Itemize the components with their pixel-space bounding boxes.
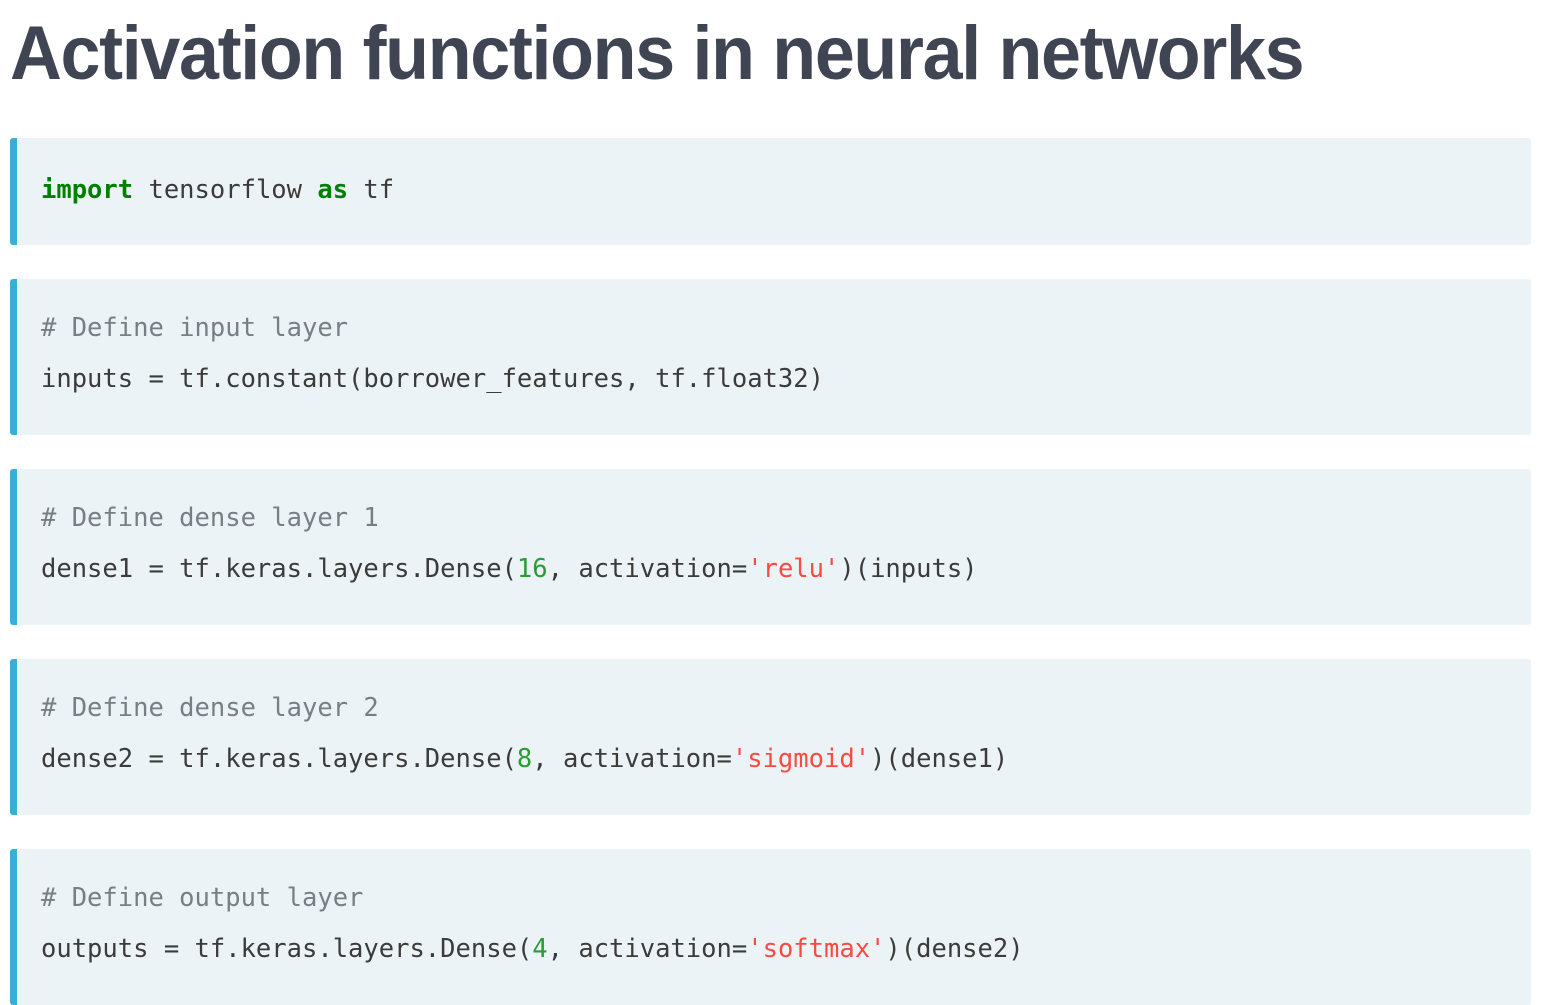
code-block-input-layer: # Define input layer inputs = tf.constant… — [10, 279, 1531, 435]
code-token-plain: , activation= — [532, 744, 732, 774]
code-token-str: 'sigmoid' — [731, 744, 871, 774]
code-token-comment: # Define output layer — [41, 883, 364, 913]
code-token-num: 16 — [516, 554, 548, 584]
code-token-plain: dense1 = tf.keras.layers.Dense( — [41, 554, 517, 584]
code-token-num: 4 — [532, 934, 548, 964]
code-token-plain: , activation= — [547, 934, 748, 964]
code-block-dense-layer-2: # Define dense layer 2 dense2 = tf.keras.… — [10, 659, 1531, 815]
code-line-comment-output-layer: # Define output layer — [41, 873, 1513, 924]
code-token-kw: import — [41, 175, 134, 205]
code-line-comment-input-layer: # Define input layer — [41, 303, 1513, 354]
code-line-import-tensorflow: import tensorflow as tf — [41, 165, 1513, 216]
code-token-plain: outputs = tf.keras.layers.Dense( — [41, 934, 533, 964]
code-token-plain: )(dense2) — [885, 934, 1024, 964]
code-token-plain: dense2 = tf.keras.layers.Dense( — [41, 744, 517, 774]
code-line-dense2-assignment: dense2 = tf.keras.layers.Dense(8, activa… — [41, 734, 1513, 785]
code-line-dense1-assignment: dense1 = tf.keras.layers.Dense(16, activ… — [41, 544, 1513, 595]
code-token-comment: # Define dense layer 2 — [41, 693, 379, 723]
code-token-plain: tf — [348, 175, 395, 205]
code-block-output-layer: # Define output layer outputs = tf.keras.… — [10, 849, 1531, 1005]
code-token-comment: # Define dense layer 1 — [41, 503, 379, 533]
code-token-str: 'softmax' — [747, 934, 886, 964]
code-line-comment-dense-2: # Define dense layer 2 — [41, 683, 1513, 734]
code-line-comment-dense-1: # Define dense layer 1 — [41, 493, 1513, 544]
code-block-dense-layer-1: # Define dense layer 1 dense1 = tf.keras.… — [10, 469, 1531, 625]
code-token-kw: as — [317, 175, 349, 205]
code-block-list: import tensorflow as tf # Define input la… — [10, 138, 1531, 1005]
code-token-str: 'relu' — [747, 554, 840, 584]
slide: Activation functions in neural networks … — [10, 11, 1531, 1005]
code-token-comment: # Define input layer — [41, 313, 349, 343]
code-block-import: import tensorflow as tf — [10, 138, 1531, 245]
code-token-plain: tensorflow — [133, 175, 318, 205]
code-token-plain: inputs = tf.constant(borrower_features, … — [41, 364, 824, 394]
code-token-plain: )(inputs) — [839, 554, 978, 584]
page-title: Activation functions in neural networks — [10, 11, 1305, 96]
code-line-inputs-constant: inputs = tf.constant(borrower_features, … — [41, 354, 1513, 405]
code-token-num: 8 — [516, 744, 533, 774]
code-token-plain: , activation= — [547, 554, 748, 584]
code-token-plain: )(dense1) — [870, 744, 1009, 774]
code-line-outputs-assignment: outputs = tf.keras.layers.Dense(4, activ… — [41, 924, 1513, 975]
